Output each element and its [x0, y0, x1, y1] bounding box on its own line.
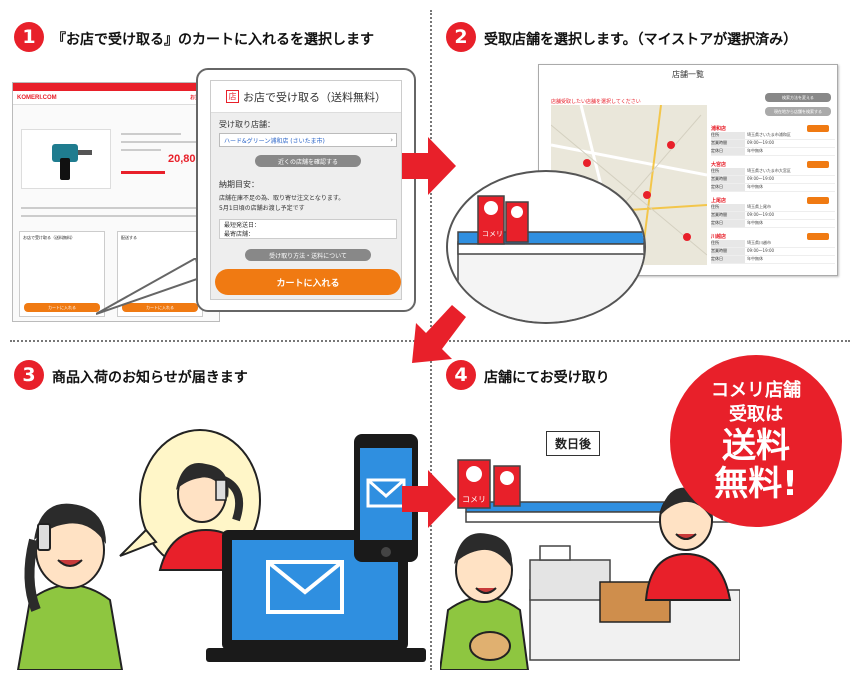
pickup-method-button[interactable]: 受け取り方法・送料について — [245, 249, 371, 261]
lead-time-box: 最短発送日： 最寄店舗： — [219, 219, 397, 239]
zoom-pointer — [96, 258, 202, 315]
step-4-number: 4 — [446, 360, 476, 390]
step-2-number: 2 — [446, 22, 476, 52]
pickup-panel-header: 店 お店で受け取る（送料無料） — [211, 81, 401, 113]
store-label: 受け取り店舗： — [219, 120, 275, 129]
step-2-title: 受取店舗を選択します。（マイストアが選択済み） — [484, 32, 798, 48]
days-later-label: 数日後 — [546, 431, 601, 456]
store-counter-illustration: コメリ — [440, 459, 740, 670]
eta-note-2: 5月1日頃の店舗お渡し予定です — [219, 205, 305, 212]
delivery-cart-button[interactable]: カートに入れる — [122, 303, 198, 312]
arrow-right-icon — [402, 137, 456, 195]
select-store-button[interactable] — [807, 125, 829, 132]
site-logo: KOMERI.COM — [17, 94, 57, 101]
store-building-icon: コメリ — [457, 195, 644, 322]
step-1-number: 1 — [14, 22, 44, 52]
sign-text: コメリ — [462, 495, 486, 504]
site-top-bar — [13, 83, 219, 91]
near-search-button[interactable]: 現在地から店舗を検索する — [765, 107, 831, 116]
select-store-button[interactable] — [807, 161, 829, 168]
store-building-bubble: コメリ — [446, 170, 646, 324]
drill-icon — [52, 144, 78, 162]
step-1-title: 『お店で受け取る』のカートに入れるを選択します — [52, 32, 374, 48]
free-shipping-badge: コメリ店舗 受取は 送料 無料! — [670, 355, 842, 527]
select-store-button[interactable] — [807, 197, 829, 204]
pickup-cart-button[interactable]: カートに入れる — [24, 303, 100, 312]
notification-illustration — [16, 429, 426, 670]
store-list-title: 店舗一覧 — [672, 70, 704, 79]
product-image — [21, 129, 111, 189]
add-to-cart-button[interactable]: カートに入れる — [215, 269, 401, 295]
product-price: 20,800 — [168, 153, 202, 165]
step-3-number: 3 — [14, 360, 44, 390]
eta-note-1: 店舗在庫不足の為、取り寄せ注文となります。 — [219, 195, 345, 202]
chevron-right-icon: › — [390, 136, 393, 144]
pickup-option-card[interactable]: お店で受け取る（送料無料） カートに入れる — [19, 231, 105, 317]
select-store-button[interactable] — [807, 233, 829, 240]
step-4-title: 店舗にてお受け取り — [484, 370, 610, 386]
arrow-right-icon — [402, 470, 456, 528]
pickup-panel-zoom: 店 お店で受け取る（送料無料） 受け取り店舗： ハード&グリーン浦和店 (さいた… — [196, 68, 416, 312]
change-search-button[interactable]: 検索方法を変える — [765, 93, 831, 102]
store-list-note: 店舗受取したい店舗を選択してください — [551, 99, 641, 105]
step-3-title: 商品入荷のお知らせが届きます — [52, 370, 248, 386]
store-list-screenshot: 店舗一覧 店舗受取したい店舗を選択してください 検索方法を変える 現在地から店舗… — [538, 64, 838, 276]
store-select[interactable]: ハード&グリーン浦和店 (さいたま市) › — [219, 133, 397, 147]
nearby-stores-button[interactable]: 近くの店舗を確認する — [255, 155, 361, 167]
eta-label: 納期目安： — [219, 180, 259, 189]
pickup-panel-title: お店で受け取る（送料無料） — [243, 90, 386, 104]
arrow-down-left-icon — [412, 305, 466, 363]
shop-icon: 店 — [226, 90, 239, 103]
site-header: KOMERI.COM お買得商品 — [13, 91, 219, 105]
sign-text: コメリ — [482, 230, 503, 238]
